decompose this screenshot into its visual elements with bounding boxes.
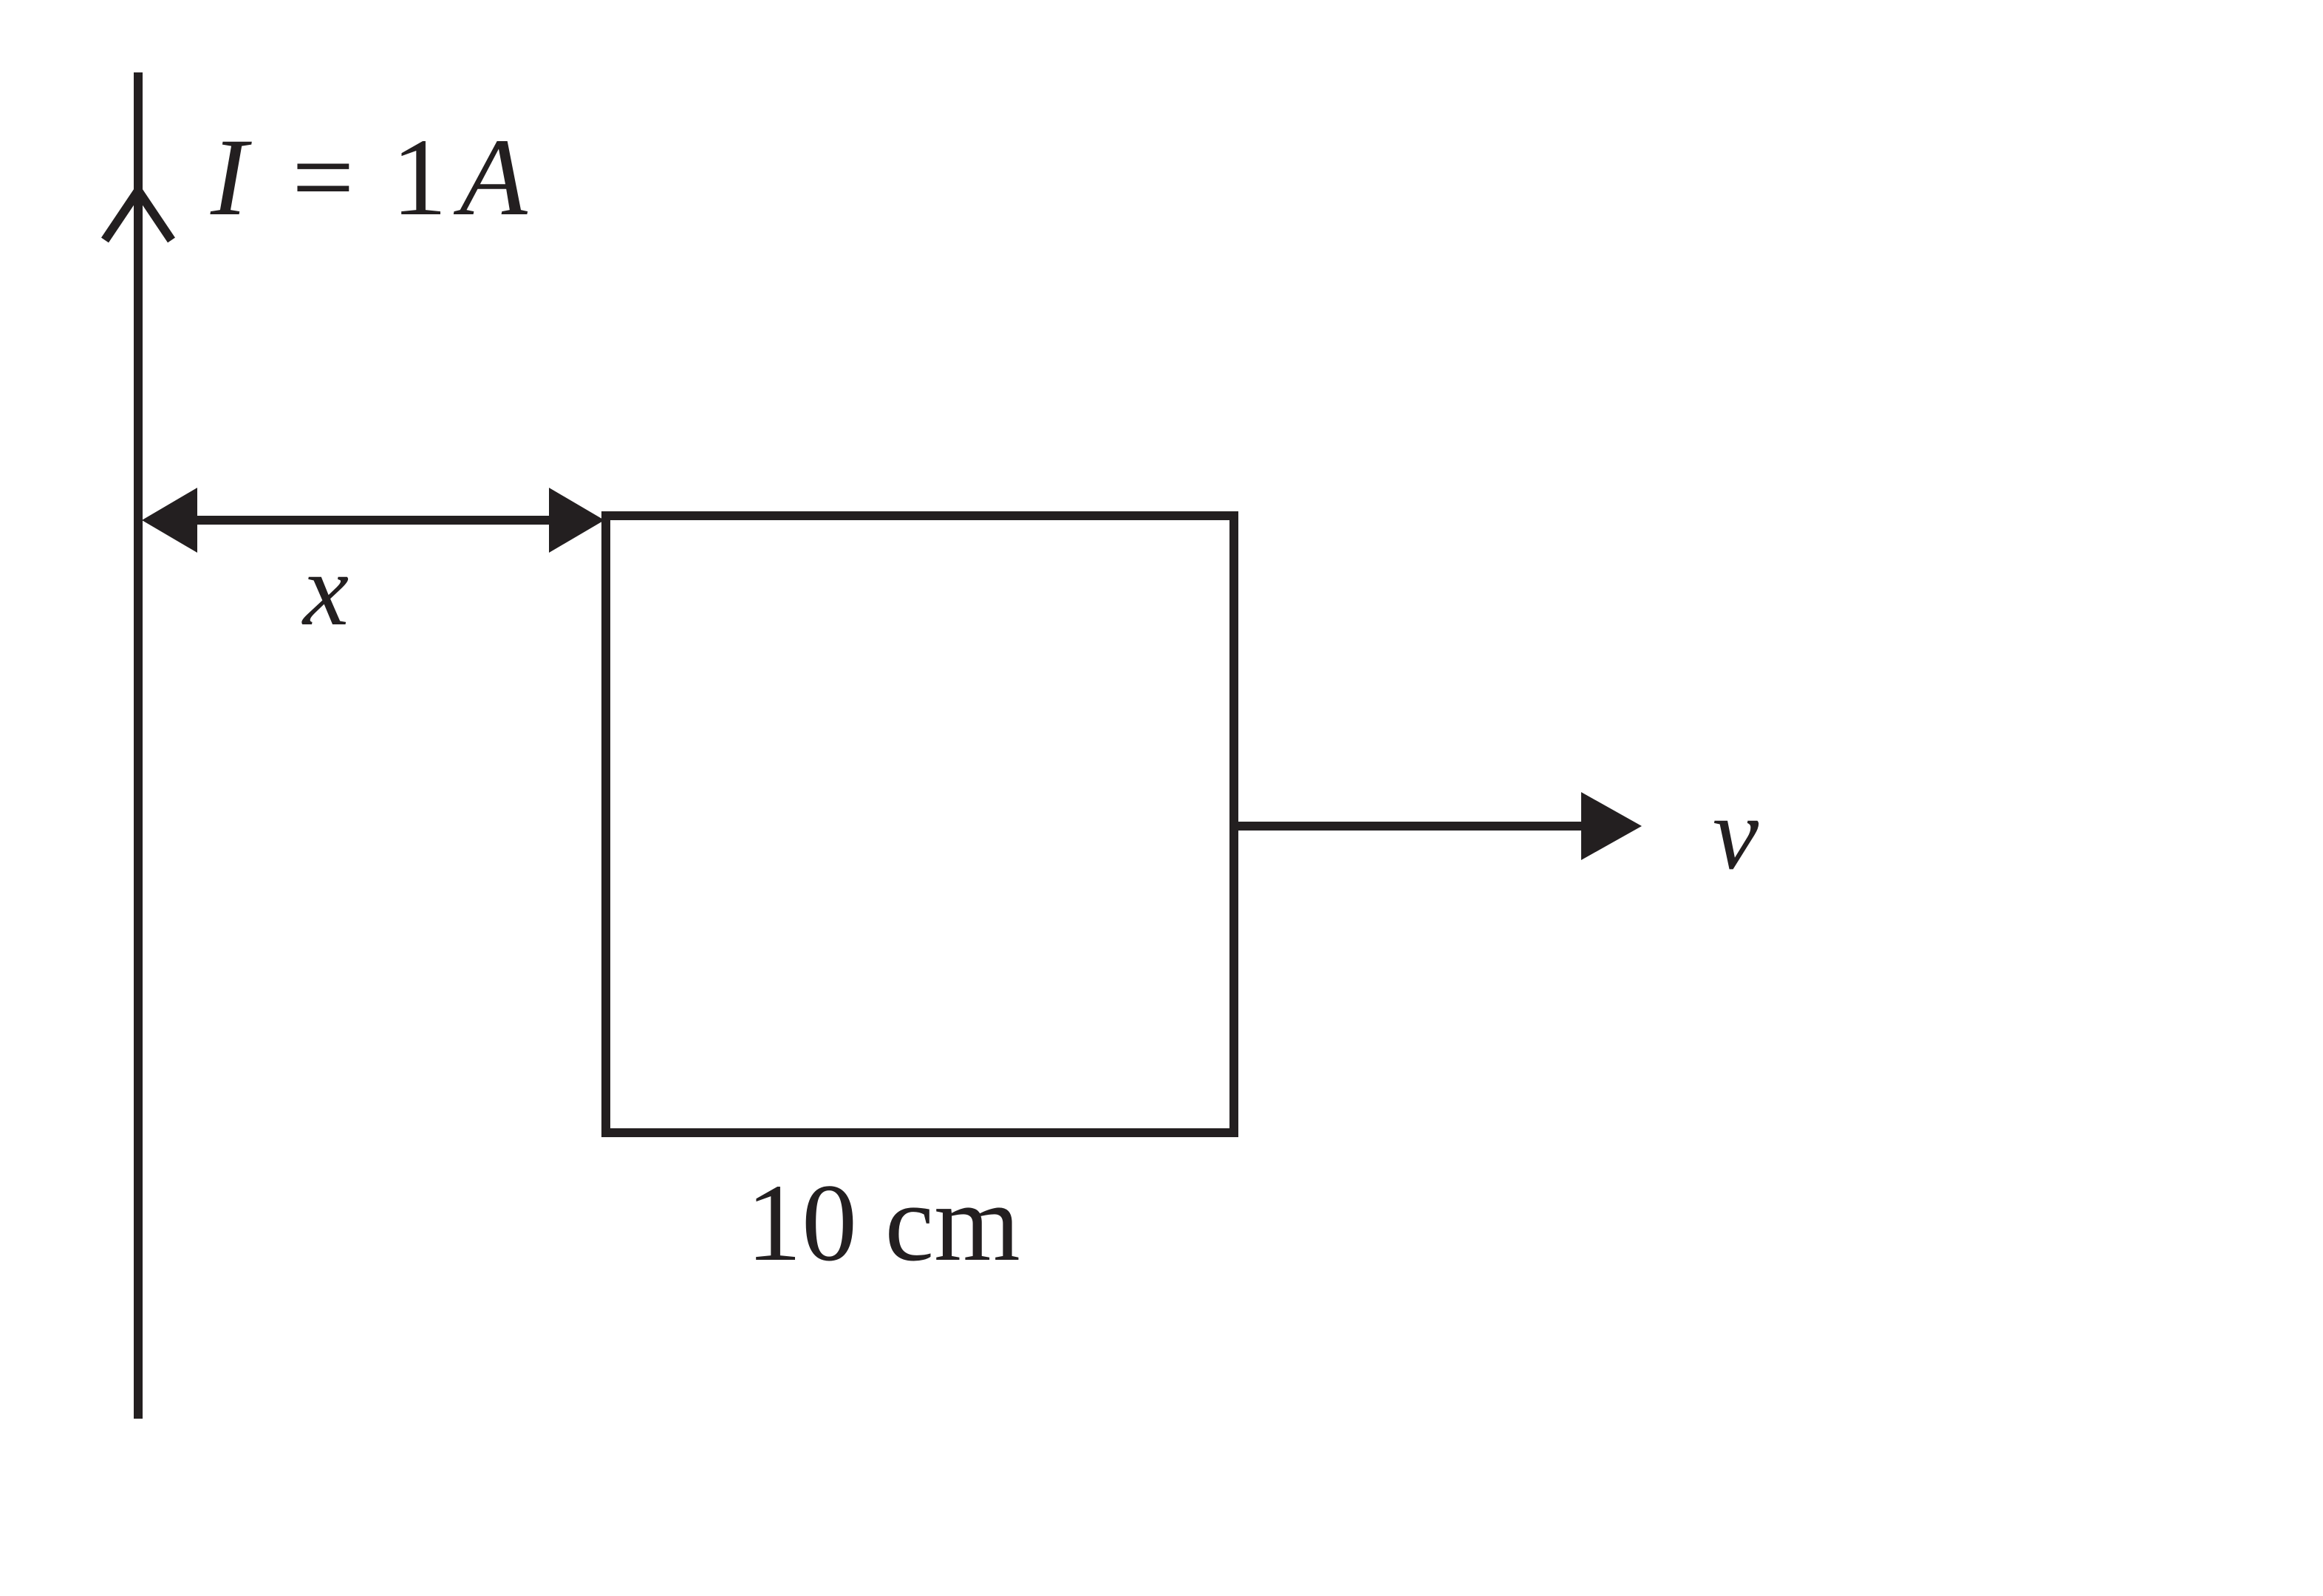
distance-arrowhead-left xyxy=(142,488,197,553)
distance-dimension: x xyxy=(142,488,604,647)
current-unit: A xyxy=(453,116,528,239)
distance-label: x xyxy=(301,533,349,647)
velocity-arrow xyxy=(1234,792,1642,860)
velocity-arrowhead xyxy=(1581,792,1642,860)
square-loop xyxy=(601,511,1238,1137)
velocity-label: v xyxy=(1713,777,1759,891)
current-equals: = xyxy=(292,116,355,239)
current-label: I = 1 A xyxy=(210,116,528,239)
current-value: 1 xyxy=(392,116,447,239)
current-direction-arrow xyxy=(101,183,175,243)
current-symbol: I xyxy=(210,116,252,239)
distance-arrowhead-right xyxy=(549,488,604,553)
side-length-label: 10 cm xyxy=(746,1162,1020,1284)
